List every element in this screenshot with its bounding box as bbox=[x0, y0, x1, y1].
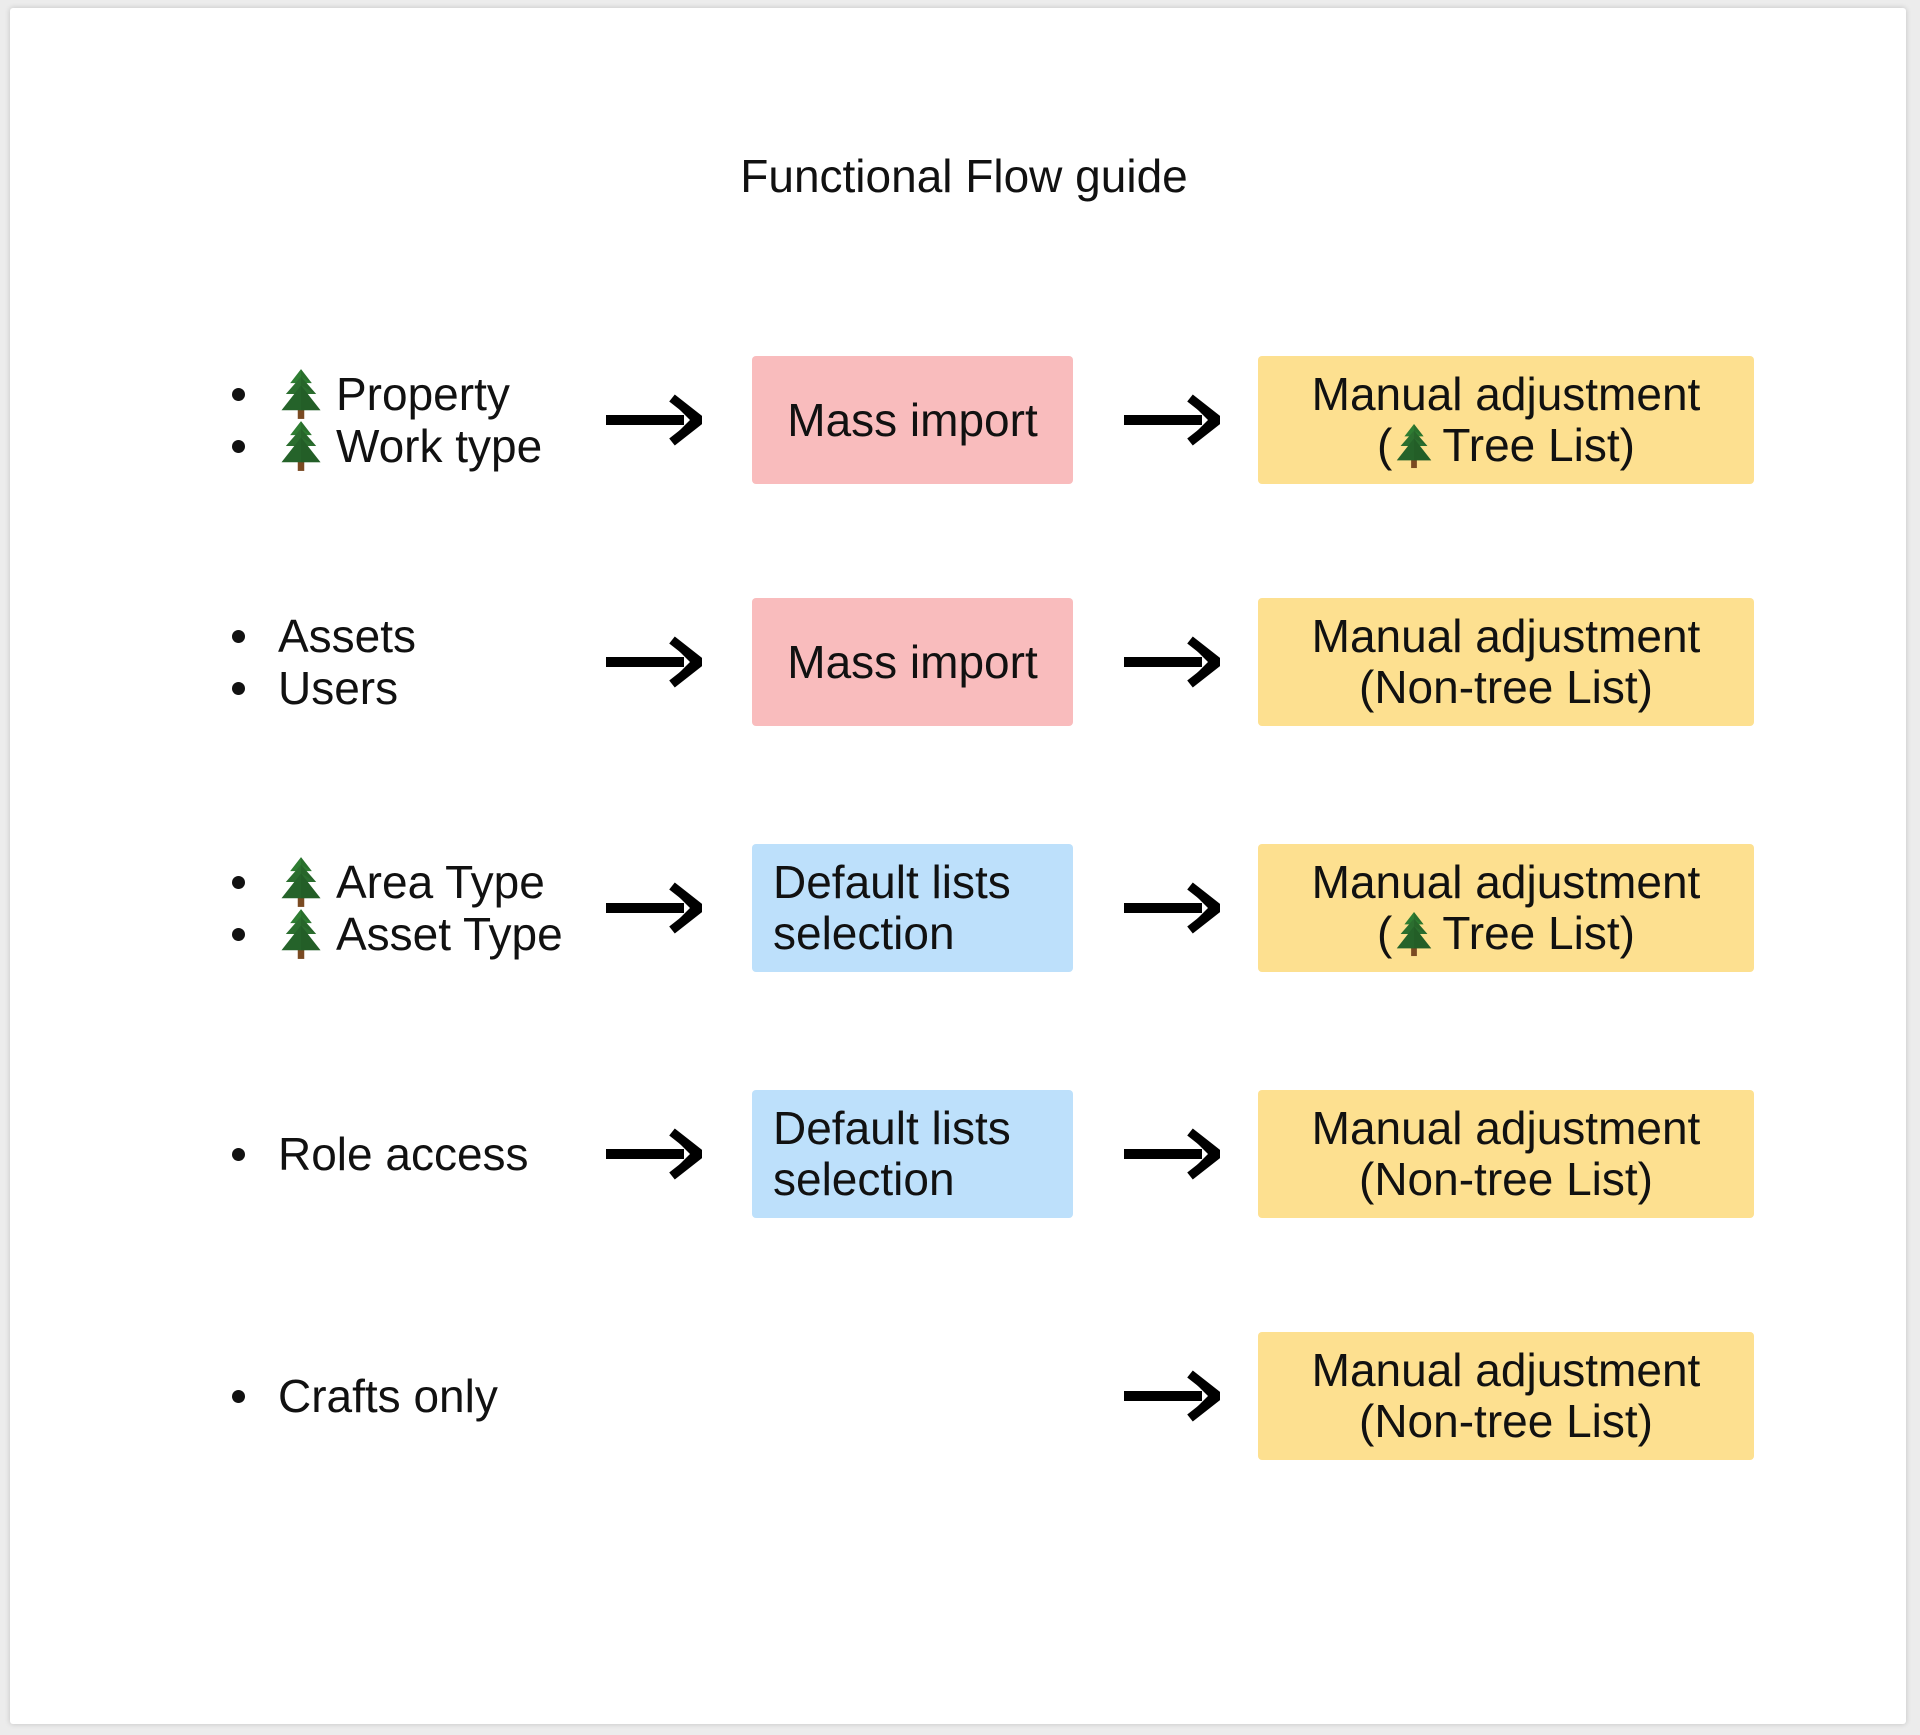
bullet-icon bbox=[232, 681, 245, 695]
box-sublabel: ( Tree List) bbox=[1377, 908, 1635, 959]
item-label: Area Type bbox=[336, 856, 545, 908]
item-label: Work type bbox=[336, 420, 543, 472]
list-item: Work type bbox=[232, 420, 542, 472]
right-arrow-icon bbox=[1124, 636, 1220, 688]
list-kind: Tree List) bbox=[1442, 907, 1635, 959]
right-arrow-icon bbox=[606, 1128, 702, 1180]
mass-import-box: Mass import bbox=[752, 598, 1073, 726]
mass-import-box: Mass import bbox=[752, 356, 1073, 484]
box-label: Default lists bbox=[773, 856, 1011, 908]
box-sublabel: (Non-tree List) bbox=[1359, 1395, 1653, 1447]
item-label: Property bbox=[336, 368, 510, 420]
source-list: Role access bbox=[232, 1090, 529, 1218]
evergreen-tree-icon bbox=[278, 908, 324, 960]
evergreen-tree-icon bbox=[1394, 911, 1434, 957]
bullet-icon bbox=[232, 629, 245, 643]
right-arrow-icon bbox=[606, 882, 702, 934]
box-sublabel: (Non-tree List) bbox=[1359, 1153, 1653, 1205]
evergreen-tree-icon bbox=[278, 420, 324, 472]
source-list: Property Work type bbox=[232, 356, 542, 484]
bullet-icon bbox=[232, 927, 245, 941]
right-arrow-icon bbox=[606, 394, 702, 446]
bullet-icon bbox=[232, 1389, 245, 1403]
right-arrow-icon bbox=[1124, 1370, 1220, 1422]
item-label: Role access bbox=[278, 1128, 529, 1180]
default-lists-box: Default lists selection bbox=[752, 1090, 1073, 1218]
right-arrow-icon bbox=[1124, 1128, 1220, 1180]
list-item: Crafts only bbox=[232, 1370, 498, 1422]
list-item: Role access bbox=[232, 1128, 529, 1180]
list-item: Users bbox=[232, 662, 416, 714]
flow-row-5: Crafts only Manual adjustment (Non-tree … bbox=[0, 1332, 1920, 1460]
list-item: Asset Type bbox=[232, 908, 563, 960]
source-list: Crafts only bbox=[232, 1332, 498, 1460]
manual-adjustment-box: Manual adjustment ( Tree List) bbox=[1258, 356, 1754, 484]
box-label: Manual adjustment bbox=[1311, 1344, 1701, 1396]
box-label: Mass import bbox=[787, 635, 1038, 688]
bullet-icon bbox=[232, 875, 245, 889]
box-sublabel: selection bbox=[773, 1153, 955, 1205]
box-sublabel: selection bbox=[773, 907, 955, 959]
list-item: Area Type bbox=[232, 856, 563, 908]
flow-row-1: Property Work type Mass import Manual ad… bbox=[0, 356, 1920, 484]
bullet-icon bbox=[232, 387, 245, 401]
flow-row-4: Role access Default lists selection Manu… bbox=[0, 1090, 1920, 1218]
list-kind: Tree List) bbox=[1442, 419, 1635, 471]
box-label: Mass import bbox=[787, 393, 1038, 446]
default-lists-box: Default lists selection bbox=[752, 844, 1073, 972]
right-arrow-icon bbox=[1124, 882, 1220, 934]
right-arrow-icon bbox=[606, 636, 702, 688]
flow-row-2: Assets Users Mass import Manual adjustme… bbox=[0, 598, 1920, 726]
item-label: Assets bbox=[278, 610, 417, 662]
item-label: Crafts only bbox=[278, 1370, 498, 1422]
box-label: Manual adjustment bbox=[1311, 856, 1701, 908]
right-arrow-icon bbox=[1124, 394, 1220, 446]
manual-adjustment-box: Manual adjustment (Non-tree List) bbox=[1258, 1090, 1754, 1218]
box-label: Default lists bbox=[773, 1102, 1011, 1154]
box-label: Manual adjustment bbox=[1311, 1102, 1701, 1154]
source-list: Assets Users bbox=[232, 598, 416, 726]
box-sublabel: ( Tree List) bbox=[1377, 420, 1635, 471]
manual-adjustment-box: Manual adjustment (Non-tree List) bbox=[1258, 598, 1754, 726]
evergreen-tree-icon bbox=[278, 856, 324, 908]
paren-open: ( bbox=[1377, 907, 1393, 959]
item-label: Asset Type bbox=[336, 908, 563, 960]
manual-adjustment-box: Manual adjustment (Non-tree List) bbox=[1258, 1332, 1754, 1460]
flow-row-3: Area Type Asset Type Default lists selec… bbox=[0, 844, 1920, 972]
diagram-title: Functional Flow guide bbox=[740, 150, 1188, 202]
bullet-icon bbox=[232, 439, 245, 453]
list-item: Property bbox=[232, 368, 542, 420]
manual-adjustment-box: Manual adjustment ( Tree List) bbox=[1258, 844, 1754, 972]
box-label: Manual adjustment bbox=[1311, 368, 1701, 420]
box-sublabel: (Non-tree List) bbox=[1359, 661, 1653, 713]
source-list: Area Type Asset Type bbox=[232, 844, 563, 972]
item-label: Users bbox=[278, 662, 399, 714]
bullet-icon bbox=[232, 1147, 245, 1161]
paren-open: ( bbox=[1377, 419, 1393, 471]
list-item: Assets bbox=[232, 610, 416, 662]
box-label: Manual adjustment bbox=[1311, 610, 1701, 662]
evergreen-tree-icon bbox=[278, 368, 324, 420]
evergreen-tree-icon bbox=[1394, 423, 1434, 469]
